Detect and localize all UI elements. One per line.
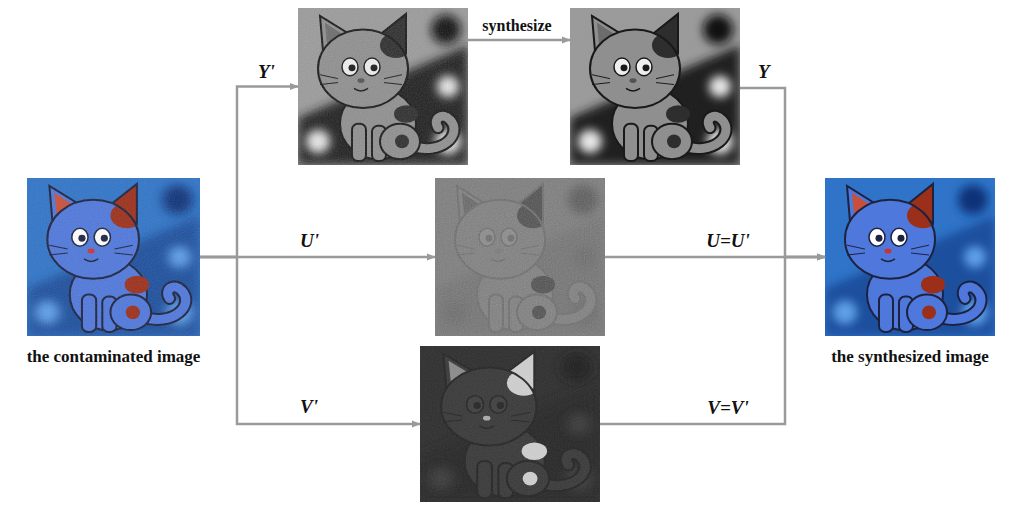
- channel-label: Y: [758, 62, 770, 83]
- image-node: U': [435, 178, 605, 336]
- flow-arrow: [200, 87, 298, 258]
- edge-label: U=U': [704, 231, 752, 252]
- image-node: V': [420, 346, 600, 502]
- image-node: Y: [570, 8, 740, 165]
- channel-label: Y': [258, 62, 275, 83]
- flow-arrow: [200, 257, 420, 424]
- image-node: the synthesized image: [825, 178, 995, 336]
- flow-arrow: [600, 257, 825, 424]
- image-caption: the synthesized image: [831, 348, 989, 367]
- flow-arrow: [740, 88, 825, 257]
- channel-label: V': [300, 397, 318, 418]
- flow-arrow: [468, 39, 570, 42]
- channel-label: U': [300, 231, 319, 252]
- image-node: Y': [298, 8, 468, 165]
- synthesized-picture: [825, 178, 995, 336]
- y-prime-picture: [298, 8, 468, 165]
- edge-label: V=V': [705, 398, 750, 419]
- edge-label: synthesize: [480, 17, 553, 35]
- image-node: the contaminated image: [27, 178, 200, 336]
- contaminated-picture: [27, 178, 200, 336]
- y-picture: [570, 8, 740, 165]
- v-prime-picture: [420, 346, 600, 502]
- u-prime-picture: [435, 178, 605, 336]
- image-caption: the contaminated image: [27, 348, 201, 367]
